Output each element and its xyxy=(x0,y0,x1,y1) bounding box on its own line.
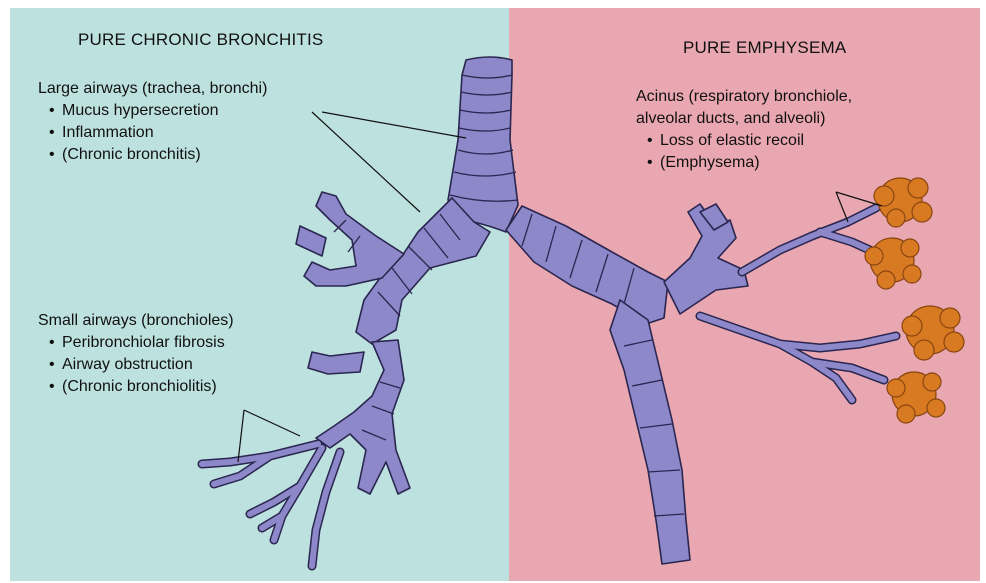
chronic-bronchitis-heading: PURE CHRONIC BRONCHITIS xyxy=(78,30,323,50)
large-airways-title: Large airways (trachea, bronchi) xyxy=(38,78,267,100)
list-item-text: (Chronic bronchiolitis) xyxy=(62,378,217,395)
list-item: • (Chronic bronchitis) xyxy=(38,144,267,166)
left-upper-branches xyxy=(296,192,404,286)
bullet: • xyxy=(49,376,55,398)
large-airways-label: Large airways (trachea, bronchi) • Mucus … xyxy=(38,78,267,166)
list-item: • Mucus hypersecretion xyxy=(38,100,267,122)
alveolar-sac-3 xyxy=(902,306,964,360)
left-lower-branches xyxy=(308,340,410,494)
right-upper-branches xyxy=(664,204,748,314)
list-item: • Inflammation xyxy=(38,122,267,144)
bullet: • xyxy=(49,354,55,376)
bullet: • xyxy=(49,100,55,122)
list-item: • Loss of elastic recoil xyxy=(636,130,852,152)
list-item: • (Chronic bronchiolitis) xyxy=(38,376,234,398)
list-item: • Peribronchiolar fibrosis xyxy=(38,332,234,354)
bullet: • xyxy=(647,152,653,174)
left-bronchioles xyxy=(202,444,340,566)
large-airways-list: • Mucus hypersecretion • Inflammation • (Ch… xyxy=(38,100,267,166)
list-item-text: Airway obstruction xyxy=(62,356,193,373)
list-item: • (Emphysema) xyxy=(636,152,852,174)
alveolar-sac-4 xyxy=(887,372,945,423)
right-main-bronchus xyxy=(506,206,668,324)
bullet: • xyxy=(647,130,653,152)
acinus-label: Acinus (respiratory bronchiole, alveolar… xyxy=(636,86,852,174)
list-item-text: Loss of elastic recoil xyxy=(660,132,804,149)
list-item-text: (Chronic bronchitis) xyxy=(62,146,201,163)
right-lower-lobe-bronchus xyxy=(610,300,690,564)
acinus-list: • Loss of elastic recoil • (Emphysema) xyxy=(636,130,852,174)
small-airways-title: Small airways (bronchioles) xyxy=(38,310,234,332)
acinus-title-line2: alveolar ducts, and alveoli) xyxy=(636,108,852,130)
alveolar-sac-1 xyxy=(874,178,932,227)
bullet: • xyxy=(49,122,55,144)
small-airways-label: Small airways (bronchioles) • Peribronchi… xyxy=(38,310,234,398)
alveolar-sac-2 xyxy=(865,238,921,289)
list-item-text: Peribronchiolar fibrosis xyxy=(62,334,225,351)
list-item-text: Mucus hypersecretion xyxy=(62,102,219,119)
list-item: • Airway obstruction xyxy=(38,354,234,376)
bullet: • xyxy=(49,144,55,166)
emphysema-heading: PURE EMPHYSEMA xyxy=(683,38,846,58)
acinus-title-line1: Acinus (respiratory bronchiole, xyxy=(636,86,852,108)
alveoli-clusters xyxy=(865,178,964,423)
list-item-text: Inflammation xyxy=(62,124,154,141)
bullet: • xyxy=(49,332,55,354)
list-item-text: (Emphysema) xyxy=(660,154,760,171)
small-airways-list: • Peribronchiolar fibrosis • Airway obstru… xyxy=(38,332,234,398)
